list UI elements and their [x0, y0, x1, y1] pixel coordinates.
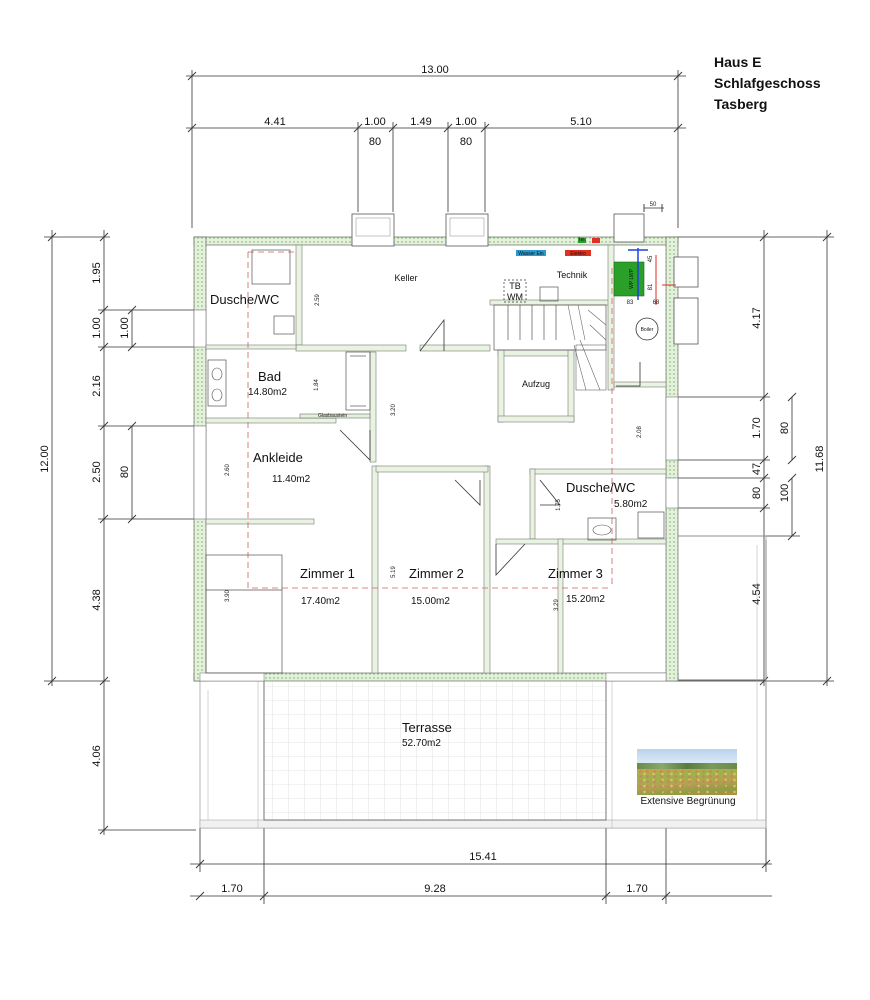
dim-left-seg-1: 1.95: [91, 262, 103, 283]
plan-title-block: Haus E Schlafgeschoss Tasberg: [714, 52, 821, 115]
room-aufzug: Aufzug: [522, 379, 550, 389]
dim-right-inner-b: 100: [779, 484, 791, 502]
dim-left-inner-b: 80: [119, 466, 131, 478]
dim-bottom-seg-3: 1.70: [626, 883, 647, 895]
overhead-outline: [247, 251, 613, 589]
inner-dimension-labels: 2.59 1.84 3.20 2.60 2.08 3.90 5.19 1.75 …: [225, 255, 660, 611]
dim-top-seg-1: 4.41: [264, 116, 285, 128]
dim-bottom-total: 15.41: [469, 851, 497, 863]
area-terrasse: 52.70m2: [402, 738, 441, 749]
dim-left-inner-a: 1.00: [119, 317, 131, 338]
label-tel: Tel.: [578, 237, 586, 243]
dim-top-seg-5: 5.10: [570, 116, 591, 128]
room-terrasse: Terrasse: [402, 720, 452, 735]
fixtures: [205, 238, 676, 674]
dim-inner-208: 2.08: [637, 426, 643, 438]
dim-left-seg-3: 2.16: [91, 375, 103, 396]
label-wasser: Wasser Ein: [518, 251, 544, 257]
terrace: [199, 535, 767, 829]
green-roof-photo: [637, 749, 737, 795]
dim-inner-390: 3.90: [225, 590, 231, 602]
label-wm: WM: [507, 292, 523, 302]
dim-right-seg-3: 47: [751, 463, 763, 475]
room-zimmer-3: Zimmer 3: [548, 566, 603, 581]
area-ankleide: 11.40m2: [272, 474, 311, 485]
title-house: Haus E: [714, 54, 762, 70]
dim-left-seg-5: 4.38: [91, 589, 103, 610]
room-zimmer-1: Zimmer 1: [300, 566, 355, 581]
dimension-lines: [44, 70, 834, 904]
dim-right-seg-2: 1.70: [751, 417, 763, 438]
dim-inner-83: 83: [627, 300, 634, 306]
room-labels: Dusche/WC Keller Technik TB WM WP LWP Bo…: [210, 268, 654, 749]
dim-inner-175: 1.75: [556, 499, 562, 511]
dim-left-seg-6: 4.06: [91, 745, 103, 766]
dim-right-total: 11.68: [814, 446, 826, 473]
dim-top-seg-2: 1.00: [364, 116, 385, 128]
staircase: [493, 304, 607, 391]
dim-top-seg-4: 1.00: [455, 116, 476, 128]
dim-inner-320: 3.20: [391, 404, 397, 416]
area-zimmer-1: 17.40m2: [301, 596, 340, 607]
dim-left-seg-2: 1.00: [91, 317, 103, 338]
exterior-walls: [193, 213, 699, 682]
dim-bottom-seg-2: 9.28: [424, 883, 445, 895]
label-wp-lwp: WP LWP: [629, 268, 635, 288]
title-floor: Schlafgeschoss: [714, 75, 821, 91]
dim-inner-260: 2.60: [225, 464, 231, 476]
dim-window-1: 80: [369, 136, 381, 148]
room-technik: Technik: [557, 270, 588, 280]
green-roof-caption: Extensive Begrünung: [640, 796, 736, 807]
dim-inner-184: 1.84: [314, 379, 320, 391]
room-zimmer-2: Zimmer 2: [409, 566, 464, 581]
dim-right-seg-1: 4.17: [751, 307, 763, 328]
label-tb: TB: [509, 281, 521, 291]
dim-top-seg-3: 1.49: [410, 116, 431, 128]
dim-left-total: 12.00: [39, 445, 51, 473]
dim-window-2: 80: [460, 136, 472, 148]
area-zimmer-3: 15.20m2: [566, 594, 605, 605]
interior-walls: [205, 244, 667, 674]
dim-inner-329: 3.29: [554, 599, 560, 611]
dim-right-seg-4: 80: [751, 487, 763, 499]
room-keller: Keller: [394, 273, 417, 283]
dim-small-50: 50: [650, 202, 657, 208]
area-bad: 14.80m2: [248, 387, 287, 398]
room-dusche-wc-1: Dusche/WC: [210, 292, 279, 307]
dim-inner-519: 5.19: [391, 566, 397, 578]
dimension-labels: 13.00 4.41 1.00 1.49 1.00 5.10 80 80 50 …: [39, 64, 826, 895]
dim-inner-259: 2.59: [315, 294, 321, 306]
dim-left-seg-4: 2.50: [91, 461, 103, 482]
dim-inner-68: 68: [653, 300, 660, 306]
dim-bottom-seg-1: 1.70: [221, 883, 242, 895]
dim-top-total: 13.00: [421, 64, 449, 76]
label-elektro: Elektro: [570, 251, 586, 257]
dim-inner-45: 45: [648, 255, 654, 262]
label-glasbaustein: Glasbaustein: [318, 413, 347, 419]
area-zimmer-2: 15.00m2: [411, 596, 450, 607]
area-dusche-wc-2: 5.80m2: [614, 499, 648, 510]
dim-inner-81: 81: [648, 283, 654, 290]
label-boiler: Boiler: [641, 327, 654, 333]
title-location: Tasberg: [714, 96, 768, 112]
room-bad: Bad: [258, 369, 281, 384]
doors: [339, 318, 641, 577]
dim-right-inner-a: 80: [779, 422, 791, 434]
room-ankleide: Ankleide: [253, 450, 303, 465]
room-dusche-wc-2: Dusche/WC: [566, 480, 635, 495]
